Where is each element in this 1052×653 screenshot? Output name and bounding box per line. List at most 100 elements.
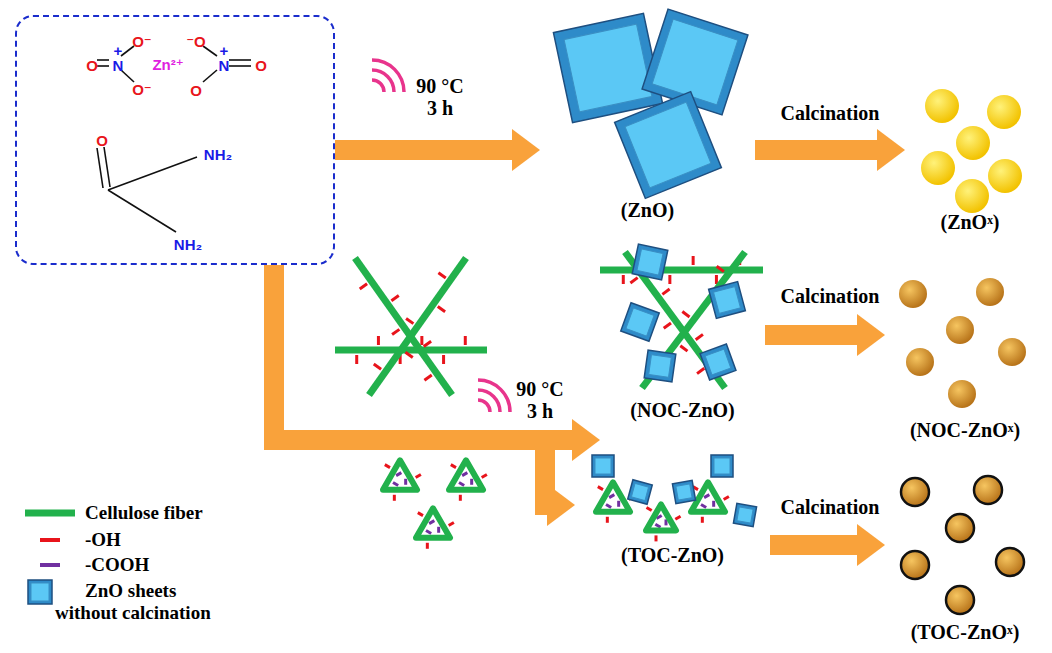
group-mark <box>420 336 423 345</box>
group-mark <box>682 312 689 317</box>
sample-label: (NOC-ZnO) <box>630 399 734 422</box>
group-mark <box>697 368 704 373</box>
particle <box>955 179 989 213</box>
particle <box>987 95 1021 129</box>
arrow-shaft <box>770 535 857 555</box>
zno-sheet <box>672 480 695 503</box>
product-group: (ZnOˣ) <box>905 80 1035 240</box>
group-mark <box>724 496 729 499</box>
atom-label: N <box>219 57 230 74</box>
legend-text: Cellulose fiber <box>85 502 203 524</box>
legend-oh-sample <box>40 538 60 542</box>
process-arrow <box>335 129 540 171</box>
group-mark <box>609 495 614 498</box>
group-mark <box>438 307 445 312</box>
arrow-head <box>572 419 600 461</box>
group-mark <box>655 524 660 527</box>
arrow-head <box>547 484 575 526</box>
group-mark <box>664 323 671 328</box>
atom-label: O <box>190 82 202 99</box>
atom-label: O <box>86 57 98 74</box>
ultrasound-wave <box>372 70 394 92</box>
group-mark <box>418 513 423 516</box>
particle <box>925 89 959 123</box>
product-group: (NOC-ZnOˣ) <box>885 270 1045 450</box>
zno-sheet <box>615 92 722 199</box>
group-mark <box>449 522 454 525</box>
group-mark <box>424 341 431 346</box>
chemical-bond <box>104 147 110 187</box>
condition-label: Calcination <box>781 496 880 518</box>
atom-label: Zn²⁺ <box>152 56 183 74</box>
group-mark <box>392 329 399 334</box>
atom-label: NH₂ <box>204 146 232 163</box>
particle <box>946 514 974 542</box>
cellulose-fiber <box>369 258 466 395</box>
chemical-bond <box>108 157 197 190</box>
group-mark <box>630 278 637 283</box>
sample-label: (NOC-ZnOˣ) <box>910 419 1020 442</box>
group-mark <box>438 273 445 278</box>
group-mark <box>680 346 687 351</box>
particle <box>946 316 974 344</box>
atom-label: O⁻ <box>132 81 152 99</box>
product-group: (NOC-ZnO) <box>600 245 765 450</box>
cellulose-nanofiber <box>691 482 725 511</box>
atom-label: + <box>114 42 123 59</box>
group-mark <box>424 375 431 380</box>
group-mark <box>355 355 358 364</box>
arrow-head <box>512 129 540 171</box>
legend-cooh-sample <box>40 563 60 567</box>
ultrasound-wave <box>478 390 500 412</box>
group-mark <box>459 495 462 501</box>
particle <box>948 380 976 408</box>
zno-sheet <box>553 13 662 122</box>
sample-label: (ZnO) <box>621 199 674 222</box>
cellulose-nanofiber <box>646 504 676 530</box>
group-mark <box>377 336 380 345</box>
particle <box>946 586 974 614</box>
group-mark <box>426 543 429 549</box>
chemical-bond <box>229 59 251 61</box>
arrow-shaft <box>335 140 512 160</box>
group-mark <box>606 504 611 507</box>
particle <box>901 478 929 506</box>
particle <box>901 551 929 579</box>
group-mark <box>701 517 704 523</box>
arrow-shaft <box>755 140 877 160</box>
legend-fiber-sample <box>25 510 75 517</box>
zno-sheet <box>700 344 736 380</box>
group-mark <box>442 355 445 364</box>
group-mark <box>360 284 367 289</box>
group-mark <box>426 530 431 533</box>
legend-text: -OH <box>85 529 121 551</box>
legend-text: ZnO sheets without calcination <box>55 580 227 624</box>
ultrasound-wave <box>478 400 490 412</box>
atom-label: O <box>96 132 108 149</box>
group-mark <box>405 352 412 357</box>
group-mark <box>692 256 695 265</box>
chemical-bond <box>108 190 176 232</box>
atom-label: ⁻O <box>186 33 206 51</box>
chemical-bond <box>229 65 251 67</box>
atom-label: N <box>113 57 124 74</box>
group-mark <box>662 289 669 294</box>
particle <box>998 338 1026 366</box>
atom-label: O <box>255 57 267 74</box>
atom-label: O⁻ <box>132 33 152 51</box>
product-group: (TOC-ZnO) <box>575 450 770 568</box>
particle <box>921 151 955 185</box>
group-mark <box>606 517 609 523</box>
chemical-bond <box>97 59 109 61</box>
group-mark <box>617 501 620 507</box>
atom-label: + <box>220 42 229 59</box>
atom-label: NH₂ <box>174 236 202 253</box>
process-arrow <box>765 314 885 356</box>
arrow-shaft <box>765 325 857 345</box>
group-mark <box>451 465 456 468</box>
group-mark <box>717 266 724 271</box>
particle <box>988 159 1022 193</box>
zno-sheet <box>733 503 756 526</box>
cellulose-nanofiber <box>383 460 417 489</box>
